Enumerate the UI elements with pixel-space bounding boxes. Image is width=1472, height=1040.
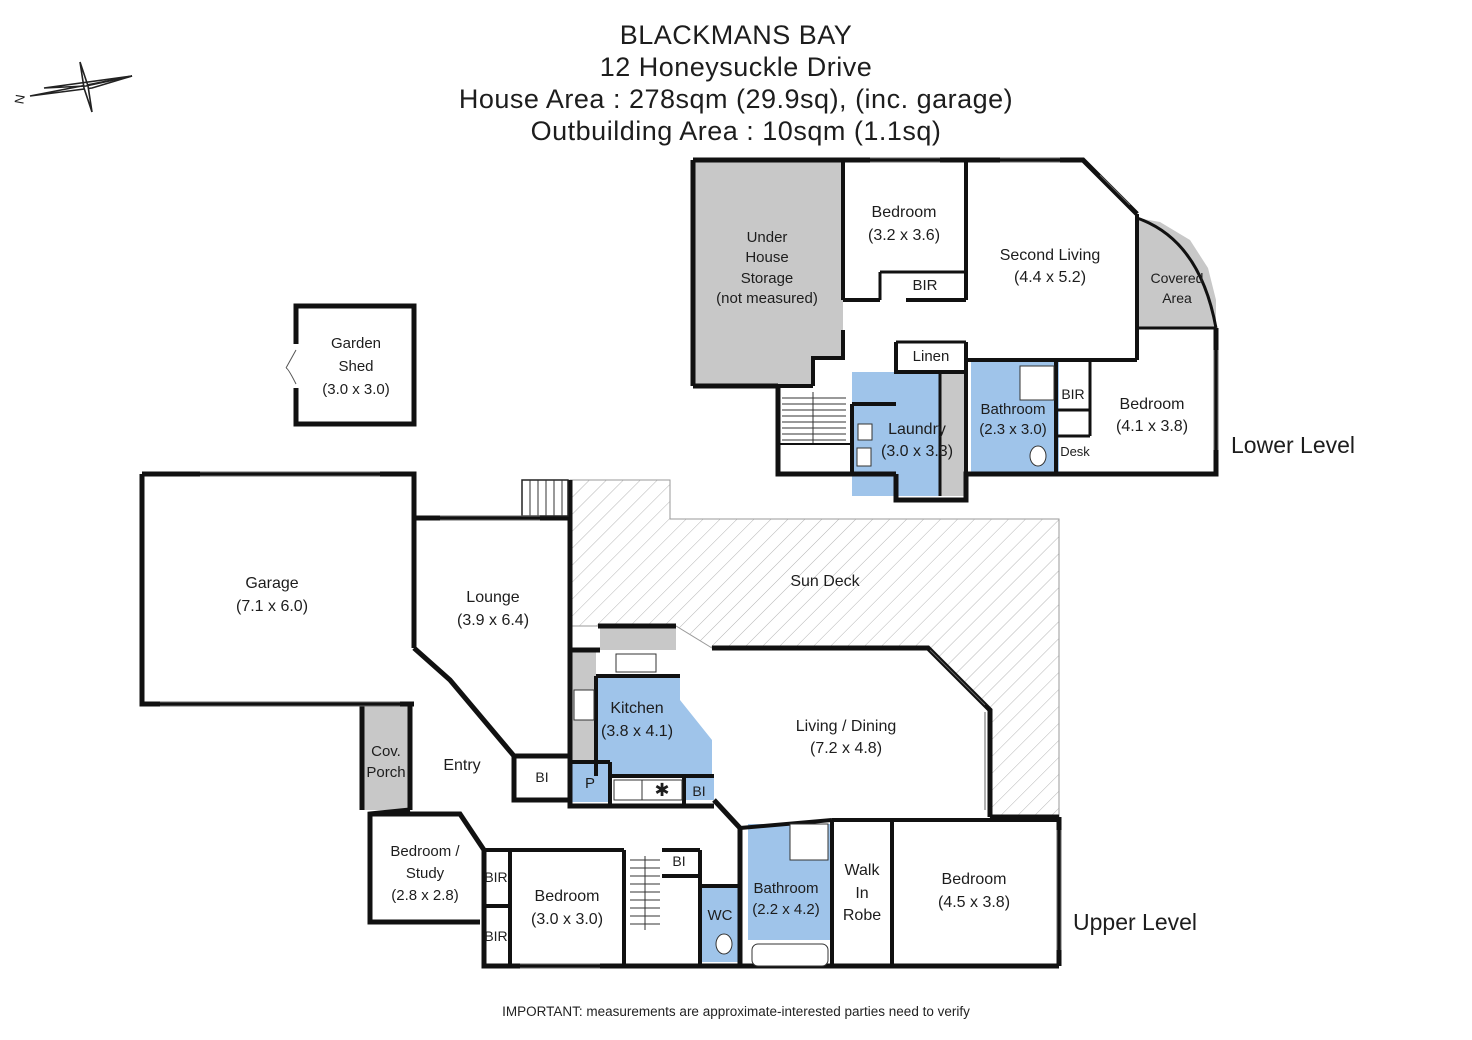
laundry-dims: (3.0 x 3.3) xyxy=(881,443,953,460)
title-house-area: House Area : 278sqm (29.9sq), (inc. gara… xyxy=(458,84,1014,114)
upper-bedroom-1-label: Bedroom xyxy=(535,888,600,905)
cov-porch-label-2: Porch xyxy=(366,764,405,781)
lower-bedroom-2-label: Bedroom xyxy=(1120,396,1185,413)
upper-level-plan: ✱ Garage (7.1 x 6.0) Lounge (3.9 x 6.4) … xyxy=(139,471,1062,969)
covered-area-label: Covered xyxy=(1151,270,1204,286)
compass-north-letter: N xyxy=(11,93,27,105)
under-house-storage-dims: (not measured) xyxy=(716,290,818,307)
upper-bathroom-label: Bathroom xyxy=(753,880,818,897)
upper-bedroom-2-label: Bedroom xyxy=(942,871,1007,888)
title-outbuilding-area: Outbuilding Area : 10sqm (1.1sq) xyxy=(530,116,942,146)
under-house-storage-label-2: House xyxy=(745,249,788,266)
garden-shed-label: Garden xyxy=(331,335,381,352)
lower-level-label: Lower Level xyxy=(1231,432,1356,458)
lounge-dims: (3.9 x 6.4) xyxy=(457,612,529,629)
upper-bedroom-1-dims: (3.0 x 3.0) xyxy=(531,911,603,928)
disclaimer-note: IMPORTANT: measurements are approximate-… xyxy=(502,1004,970,1019)
upper-level-label: Upper Level xyxy=(1073,909,1198,935)
garage-label: Garage xyxy=(245,575,298,592)
lower-bathroom-label: Bathroom xyxy=(980,401,1045,418)
walk-in-robe-label: Walk xyxy=(845,862,881,879)
study-bir-1-label: BIR xyxy=(484,869,507,885)
walk-in-robe-label-2: In xyxy=(855,885,868,902)
wc-label: WC xyxy=(708,907,733,924)
compass-icon: N xyxy=(11,61,133,113)
linen-label: Linen xyxy=(913,348,950,365)
kitchen-dims: (3.8 x 4.1) xyxy=(601,723,673,740)
title-suburb: BLACKMANS BAY xyxy=(619,20,853,50)
lounge-label: Lounge xyxy=(466,589,519,606)
under-house-storage-label-3: Storage xyxy=(741,270,794,287)
entry-bi-label: BI xyxy=(535,769,548,785)
upper-bathroom-dims: (2.2 x 4.2) xyxy=(752,901,820,918)
bedroom-study-dims: (2.8 x 2.8) xyxy=(391,887,459,904)
lower-bir-1-label: BIR xyxy=(912,277,937,294)
pantry-label: P xyxy=(585,775,595,792)
kitchen-bi-label: BI xyxy=(692,783,705,799)
second-living-label: Second Living xyxy=(1000,247,1101,264)
sun-deck-label: Sun Deck xyxy=(790,573,860,590)
covered-area-label-2: Area xyxy=(1162,290,1192,306)
garden-shed-dims: (3.0 x 3.0) xyxy=(322,381,390,398)
walk-in-robe-label-3: Robe xyxy=(843,907,881,924)
bedroom-study-label-2: Study xyxy=(406,865,445,882)
entry-label: Entry xyxy=(443,757,480,774)
lower-bathroom-dims: (2.3 x 3.0) xyxy=(979,421,1047,438)
lower-bir-2-label: BIR xyxy=(1061,386,1084,402)
hall-bi-label: BI xyxy=(672,853,685,869)
second-living-dims: (4.4 x 5.2) xyxy=(1014,269,1086,286)
lower-level-plan: Under House Storage (not measured) Bedro… xyxy=(690,157,1219,503)
living-dining-label: Living / Dining xyxy=(796,718,897,735)
garden-shed-label-2: Shed xyxy=(338,358,373,375)
lower-bedroom-2-dims: (4.1 x 3.8) xyxy=(1116,418,1188,435)
garden-shed: Garden Shed (3.0 x 3.0) xyxy=(285,303,417,427)
lower-bedroom-1-label: Bedroom xyxy=(872,204,937,221)
study-bir-2-label: BIR xyxy=(484,928,507,944)
under-house-storage-label: Under xyxy=(747,229,788,246)
desk-label: Desk xyxy=(1060,444,1090,459)
cov-porch-label: Cov. xyxy=(371,743,401,760)
title-address: 12 Honeysuckle Drive xyxy=(599,52,873,82)
snowflake-icon: ✱ xyxy=(654,780,669,800)
lower-bedroom-1-dims: (3.2 x 3.6) xyxy=(868,227,940,244)
kitchen-label: Kitchen xyxy=(610,700,663,717)
garage-dims: (7.1 x 6.0) xyxy=(236,598,308,615)
bedroom-study-label: Bedroom / xyxy=(390,843,460,860)
laundry-label: Laundry xyxy=(888,421,946,438)
upper-bedroom-2-dims: (4.5 x 3.8) xyxy=(938,894,1010,911)
living-dining-dims: (7.2 x 4.8) xyxy=(810,740,882,757)
